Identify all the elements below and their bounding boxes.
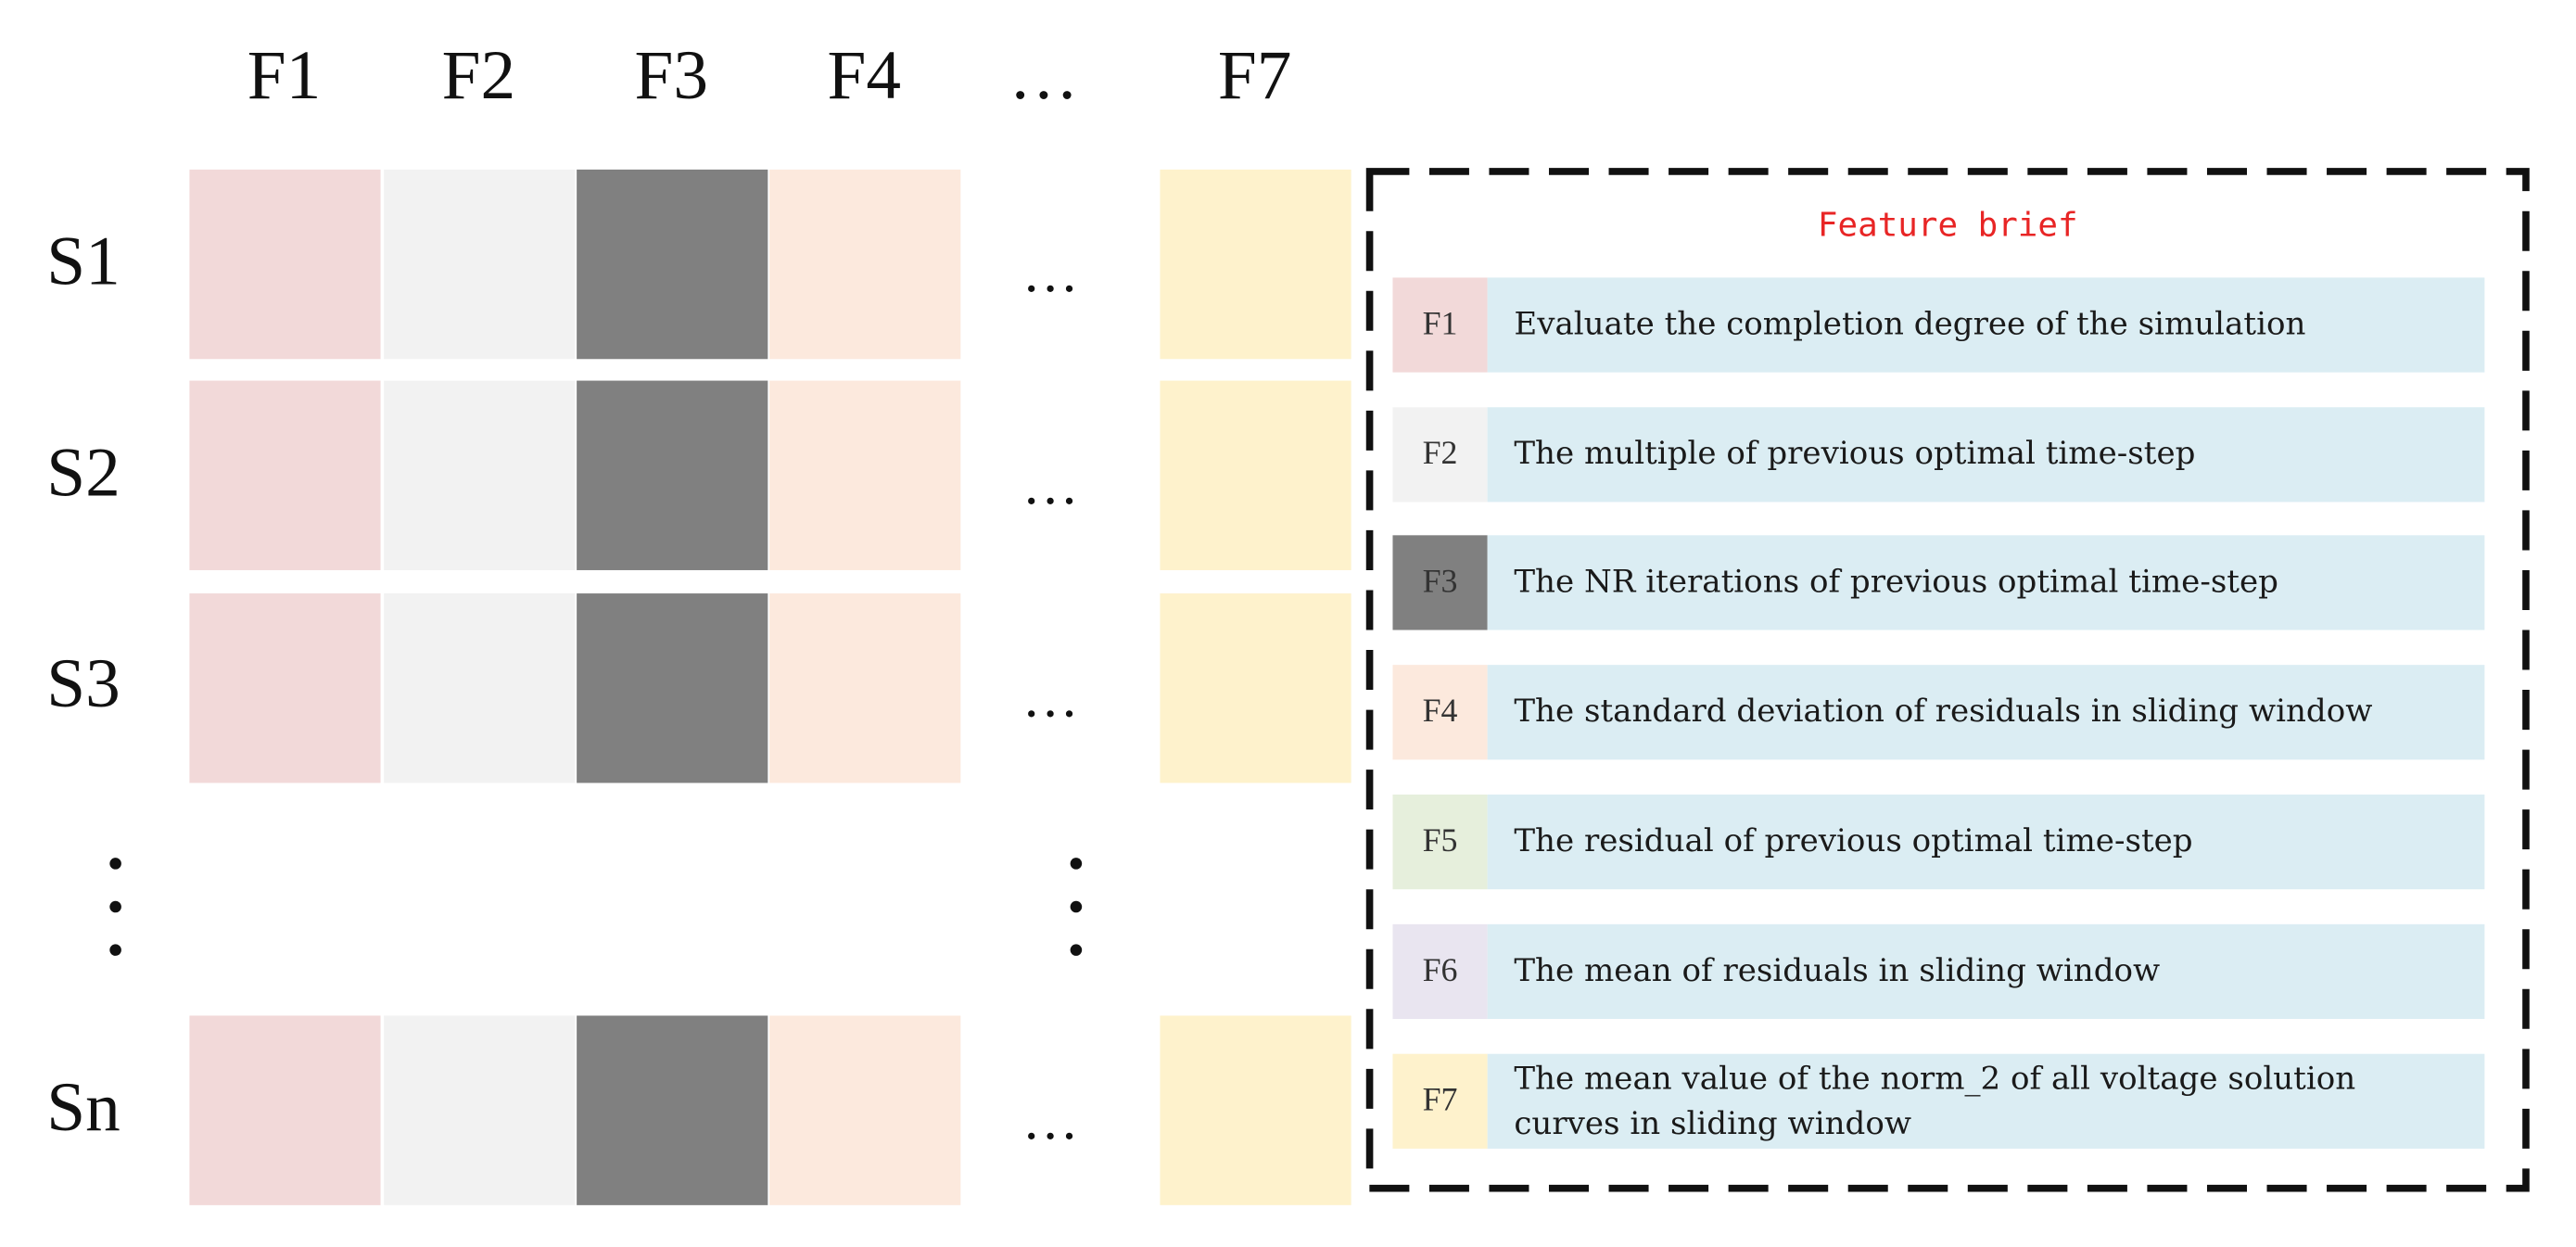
legend-swatch-f7: F7	[1392, 1053, 1488, 1149]
legend-text-f1: Evaluate the completion degree of the si…	[1487, 277, 2485, 373]
row-label-s2: S2	[46, 435, 121, 513]
legend-text-f2: The multiple of previous optimal time-st…	[1487, 407, 2485, 503]
row-sn-ellipsis: …	[1022, 1090, 1085, 1152]
cell-s2-f2	[384, 380, 576, 570]
column-header-f3: F3	[634, 38, 709, 115]
feature-legend: Feature brief F1 Evaluate the completion…	[1365, 168, 2530, 1192]
legend-text-f7: The mean value of the norm_2 of all volt…	[1487, 1053, 2485, 1149]
cell-s3-f3	[577, 593, 768, 783]
cell-s3-f7	[1160, 593, 1351, 783]
legend-item-f5: F5 The residual of previous optimal time…	[1392, 795, 2485, 890]
cell-sn-f1	[189, 1015, 381, 1205]
cell-sn-f2	[384, 1015, 576, 1205]
legend-text-f4: The standard deviation of residuals in s…	[1487, 665, 2485, 760]
cell-s2-f4	[769, 380, 961, 570]
row-s2-ellipsis: …	[1022, 455, 1085, 517]
cell-sn-f4	[769, 1015, 961, 1205]
cell-s1-f3	[577, 169, 768, 360]
legend-item-f6: F6 The mean of residuals in sliding wind…	[1392, 923, 2485, 1020]
cell-s1-f4	[769, 169, 961, 360]
legend-item-f7: F7 The mean value of the norm_2 of all v…	[1392, 1053, 2485, 1149]
legend-dashed-border	[1365, 168, 2530, 1192]
legend-item-f3: F3 The NR iterations of previous optimal…	[1392, 535, 2485, 630]
cell-s2-f7	[1160, 380, 1351, 570]
cell-s1-f2	[384, 169, 576, 360]
legend-swatch-f2: F2	[1392, 407, 1488, 503]
legend-text-f6: The mean of residuals in sliding window	[1487, 923, 2485, 1020]
legend-swatch-f3: F3	[1392, 535, 1488, 630]
column-header-f2: F2	[441, 38, 516, 115]
column-header-f7: F7	[1217, 38, 1292, 115]
cell-sn-f3	[577, 1015, 768, 1205]
row-vertical-ellipsis	[100, 851, 133, 968]
cell-sn-f7	[1160, 1015, 1351, 1205]
row-s1-ellipsis: …	[1022, 242, 1085, 305]
column-header-f4: F4	[827, 38, 902, 115]
cell-s1-f1	[189, 169, 381, 360]
cell-s2-f1	[189, 380, 381, 570]
column-vertical-ellipsis	[1060, 851, 1094, 968]
legend-item-f1: F1 Evaluate the completion degree of the…	[1392, 277, 2485, 373]
cell-s3-f4	[769, 593, 961, 783]
legend-item-f2: F2 The multiple of previous optimal time…	[1392, 407, 2485, 503]
legend-text-f5: The residual of previous optimal time-st…	[1487, 795, 2485, 890]
legend-title: Feature brief	[1817, 204, 2078, 245]
cell-s1-f7	[1160, 169, 1351, 360]
column-header-ellipsis: …	[1009, 38, 1079, 115]
cell-s3-f2	[384, 593, 576, 783]
legend-swatch-f5: F5	[1392, 795, 1488, 890]
row-label-s1: S1	[46, 224, 121, 301]
legend-item-f4: F4 The standard deviation of residuals i…	[1392, 665, 2485, 760]
column-header-f1: F1	[247, 38, 322, 115]
row-label-s3: S3	[46, 646, 121, 723]
row-s3-ellipsis: …	[1022, 668, 1085, 731]
row-label-sn: Sn	[46, 1070, 121, 1148]
legend-swatch-f6: F6	[1392, 923, 1488, 1020]
legend-swatch-f1: F1	[1392, 277, 1488, 373]
legend-swatch-f4: F4	[1392, 665, 1488, 760]
cell-s2-f3	[577, 380, 768, 570]
legend-text-f3: The NR iterations of previous optimal ti…	[1487, 535, 2485, 630]
cell-s3-f1	[189, 593, 381, 783]
